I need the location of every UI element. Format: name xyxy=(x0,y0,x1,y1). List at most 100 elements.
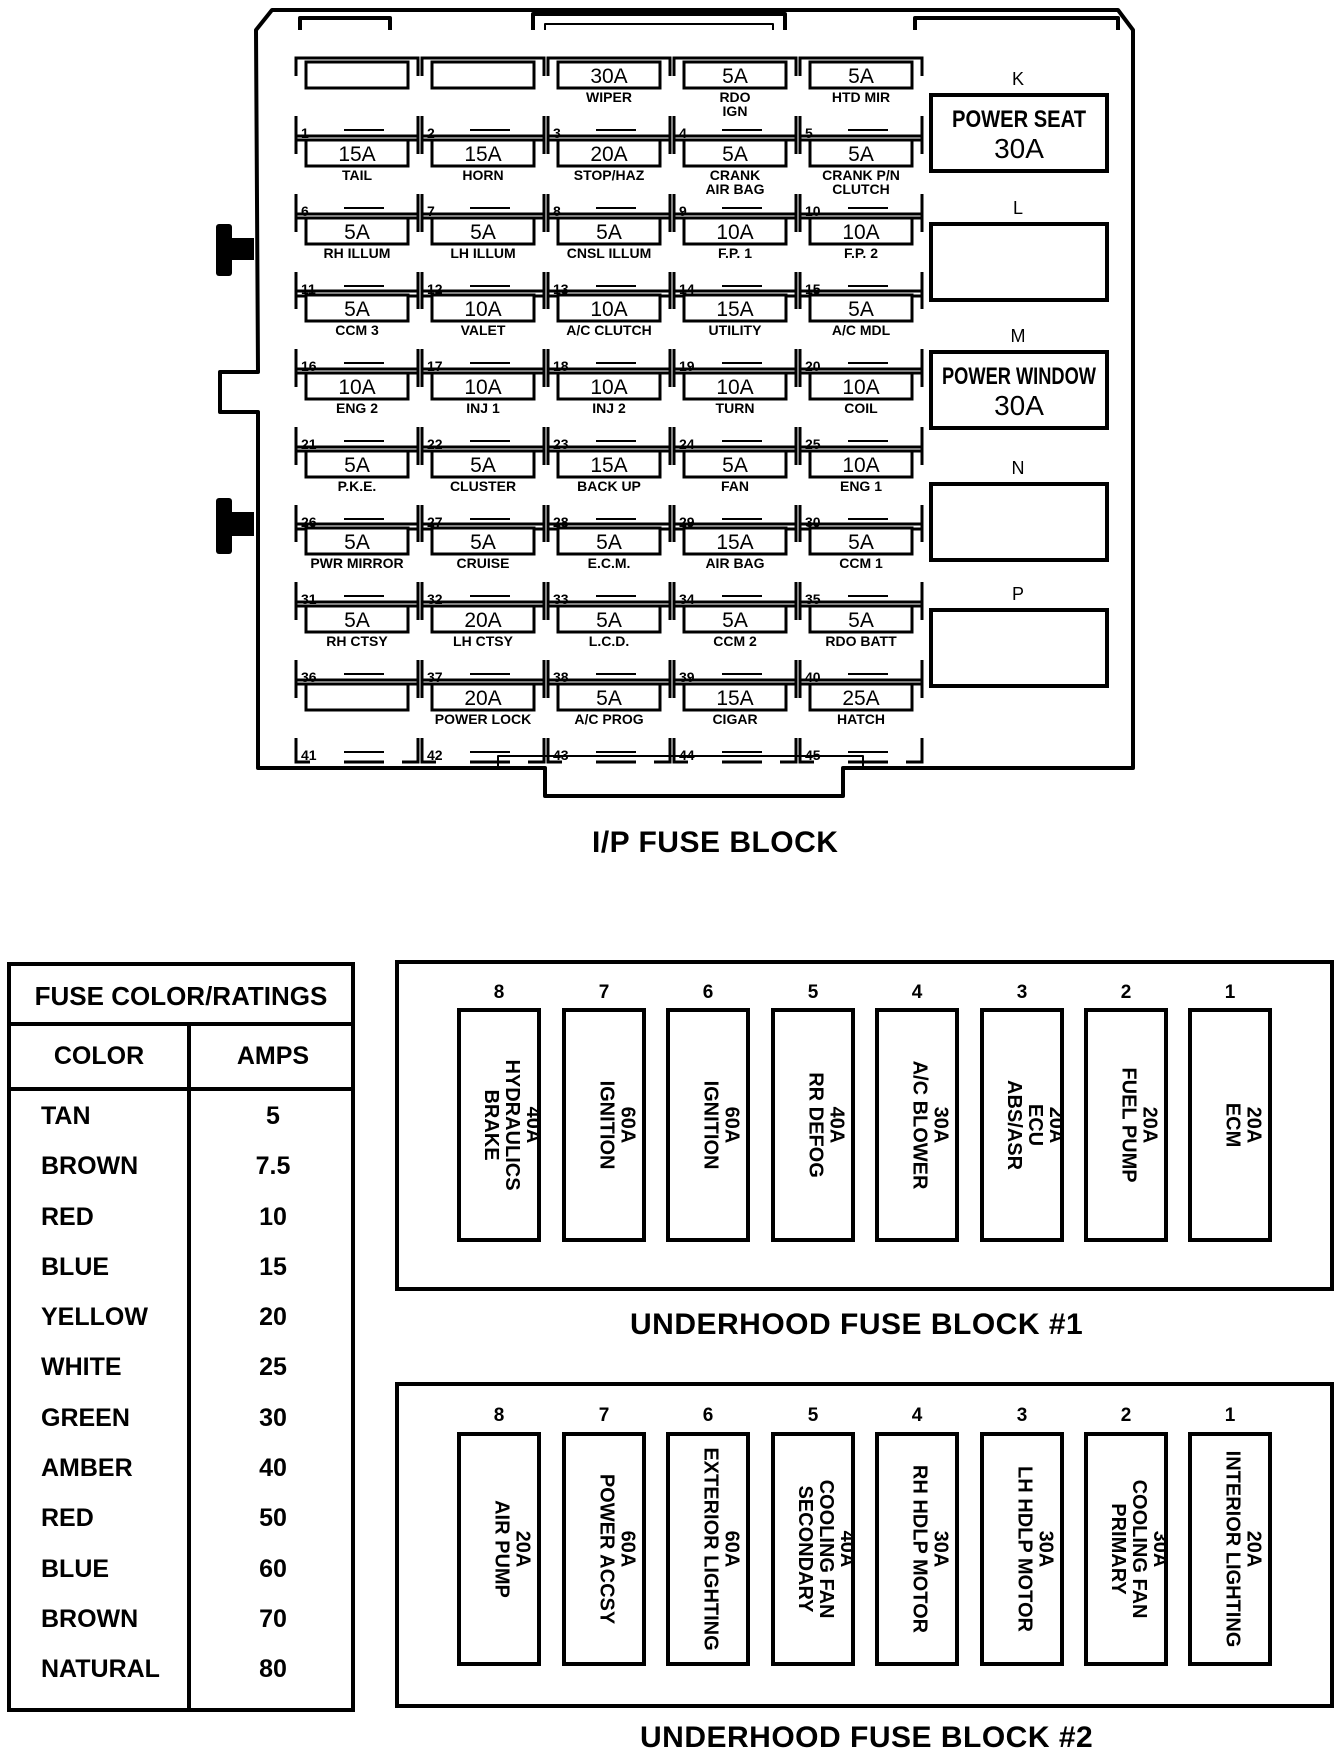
ip-top-tab-center xyxy=(531,12,787,30)
ip-fuse-slot-1: 1 xyxy=(294,56,420,142)
ratings-table-divider xyxy=(187,1026,191,1712)
fuse-top-bracket xyxy=(294,56,420,76)
underhood-fuse-label-line: PRIMARY xyxy=(1107,1503,1129,1595)
fuse-rating: 5A xyxy=(848,298,874,321)
underhood-fuse-label: FUEL PUMP20A xyxy=(1118,1067,1161,1182)
fuse-body xyxy=(682,138,788,168)
fuse-number: 42 xyxy=(427,747,443,763)
fuse-number: 6 xyxy=(301,203,309,219)
underhood-fuse-label-line: 20A xyxy=(1243,1107,1265,1144)
breaker-letter: M xyxy=(1011,326,1026,346)
fuse-label: STOP/HAZ xyxy=(574,167,645,183)
ratings-table-title: FUSE COLOR/RATINGS xyxy=(11,966,351,1026)
fuse-top-bracket xyxy=(798,212,924,232)
underhood-fuse-label: A/C BLOWER30A xyxy=(909,1061,952,1190)
fuse-label: CNSL ILLUM xyxy=(567,245,652,261)
fuse-body xyxy=(430,60,536,90)
underhood-fuse-label-line: A/C BLOWER xyxy=(909,1061,931,1190)
fuse-body xyxy=(304,526,410,556)
fuse-top-bracket xyxy=(672,289,798,309)
fuse-top-bracket xyxy=(798,678,924,698)
fuse-rating: 10A xyxy=(464,376,501,399)
fuse-top-bracket xyxy=(294,367,420,387)
fuse-top-bracket xyxy=(294,522,420,542)
fuse-label: ENG 2 xyxy=(336,400,378,416)
fuse-label: UTILITY xyxy=(709,322,763,338)
fuse-color: GREEN xyxy=(41,1403,130,1432)
fuse-body xyxy=(808,371,914,401)
underhood-block-2-title: UNDERHOOD FUSE BLOCK #2 xyxy=(640,1721,1094,1754)
fuse-rating: 15A xyxy=(716,531,753,554)
fuse-top-bracket xyxy=(420,134,546,154)
fuse-body xyxy=(304,138,410,168)
underhood-fuse-body xyxy=(457,1008,541,1242)
fuse-label: F.P. 2 xyxy=(844,245,878,261)
underhood-fuse-label: ECM20A xyxy=(1222,1103,1265,1147)
fuse-number: 1 xyxy=(301,125,309,141)
underhood-fuse-body xyxy=(666,1432,750,1666)
fuse-color: WHITE xyxy=(41,1353,122,1382)
fuse-bottom-left-bracket xyxy=(672,738,688,764)
fuse-color: TAN xyxy=(41,1102,91,1130)
underhood-fuse-label-line: 40A xyxy=(522,1107,544,1144)
breaker-rating: 30A xyxy=(994,133,1044,164)
underhood-fuse-number: 8 xyxy=(494,982,505,1003)
fuse-rating: 10A xyxy=(716,221,753,244)
underhood-fuse-number: 1 xyxy=(1225,1405,1236,1426)
fuse-top-bracket xyxy=(546,678,672,698)
fuse-label: E.C.M. xyxy=(588,555,631,571)
fuse-amps: 25 xyxy=(259,1353,287,1382)
underhood-fuse-label: AIR PUMP20A xyxy=(491,1500,534,1598)
underhood-fuse-label-line: COOLING FAN xyxy=(815,1480,837,1619)
fuse-rating: 5A xyxy=(344,298,370,321)
fuse-bottom-left-bracket xyxy=(546,738,562,764)
underhood-fuse-label-line: BRAKE xyxy=(480,1089,502,1160)
underhood-fuse-label-line: 30A xyxy=(1035,1531,1057,1568)
underhood-fuse-label-line: POWER ACCSY xyxy=(596,1474,618,1625)
fuse-top-bracket xyxy=(672,134,798,154)
fuse-body xyxy=(430,682,536,712)
fuse-body xyxy=(682,60,788,90)
fuse-amps: 60 xyxy=(259,1554,287,1583)
fuse-label: VALET xyxy=(461,322,506,338)
underhood-fuse-body xyxy=(562,1432,646,1666)
fuse-number: 2 xyxy=(427,125,435,141)
fuse-body xyxy=(304,293,410,323)
fuse-color: RED xyxy=(41,1504,94,1533)
fuse-top-bracket xyxy=(672,445,798,465)
fuse-body xyxy=(682,216,788,246)
fuse-body xyxy=(556,682,662,712)
underhood-fuse-label: IGNITION60A xyxy=(596,1081,639,1170)
fuse-body xyxy=(682,526,788,556)
fuse-label: ENG 1 xyxy=(840,478,882,494)
underhood-fuse-number: 8 xyxy=(494,1405,505,1426)
fuse-body xyxy=(304,682,410,712)
fuse-top-bracket xyxy=(420,522,546,542)
ip-fuse-block-title: I/P FUSE BLOCK xyxy=(592,826,839,859)
fuse-amps: 7.5 xyxy=(255,1152,291,1181)
underhood-fuse-number: 7 xyxy=(599,1405,610,1426)
fuse-number: 44 xyxy=(679,747,695,763)
underhood-fuse-label-line: ECU xyxy=(1024,1104,1046,1146)
fuse-bottom-right-bracket xyxy=(780,738,798,764)
fuse-body xyxy=(304,371,410,401)
fuse-top-bracket xyxy=(672,678,798,698)
underhood-fuse-number: 4 xyxy=(912,982,923,1003)
breaker-body xyxy=(929,93,1109,173)
